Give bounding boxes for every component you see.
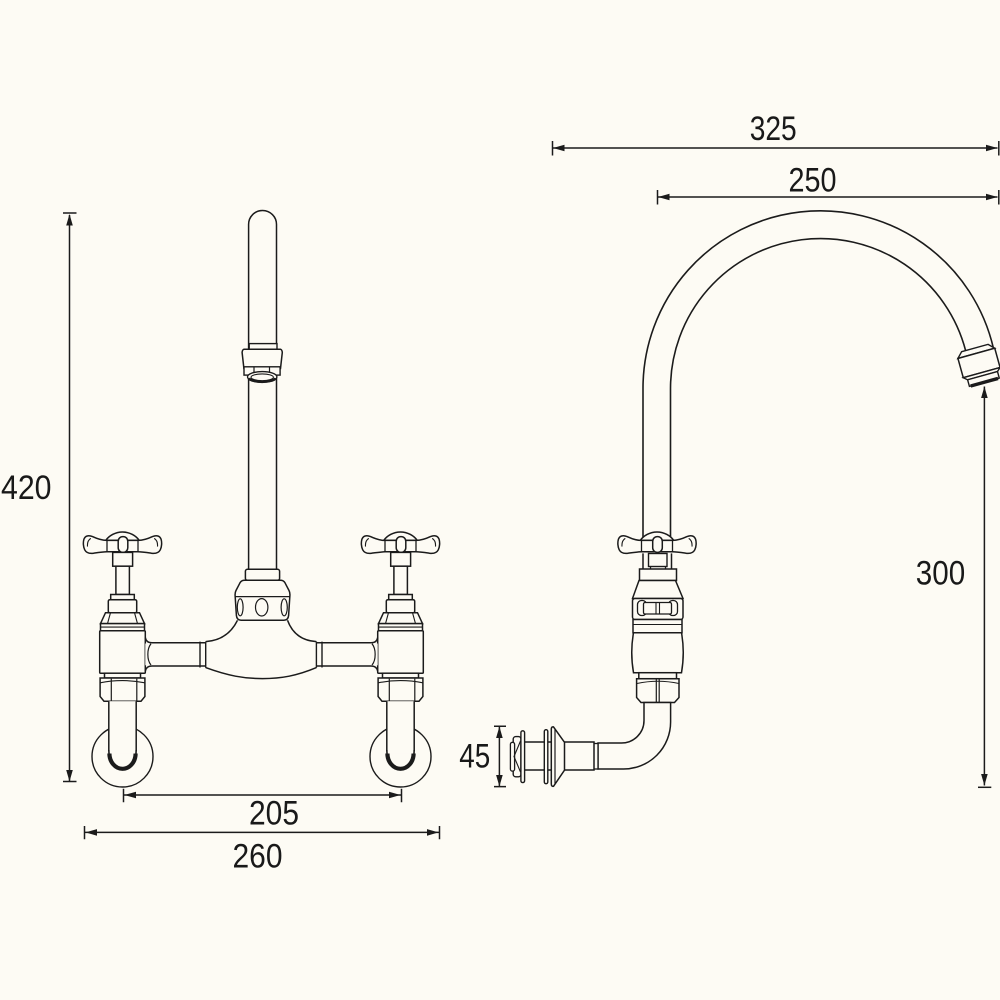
svg-text:325: 325 — [750, 110, 797, 148]
svg-text:300: 300 — [916, 554, 965, 592]
svg-text:420: 420 — [1, 469, 52, 507]
svg-text:45: 45 — [459, 738, 490, 776]
svg-text:250: 250 — [789, 161, 837, 199]
svg-text:205: 205 — [249, 795, 299, 833]
svg-text:260: 260 — [233, 838, 283, 876]
